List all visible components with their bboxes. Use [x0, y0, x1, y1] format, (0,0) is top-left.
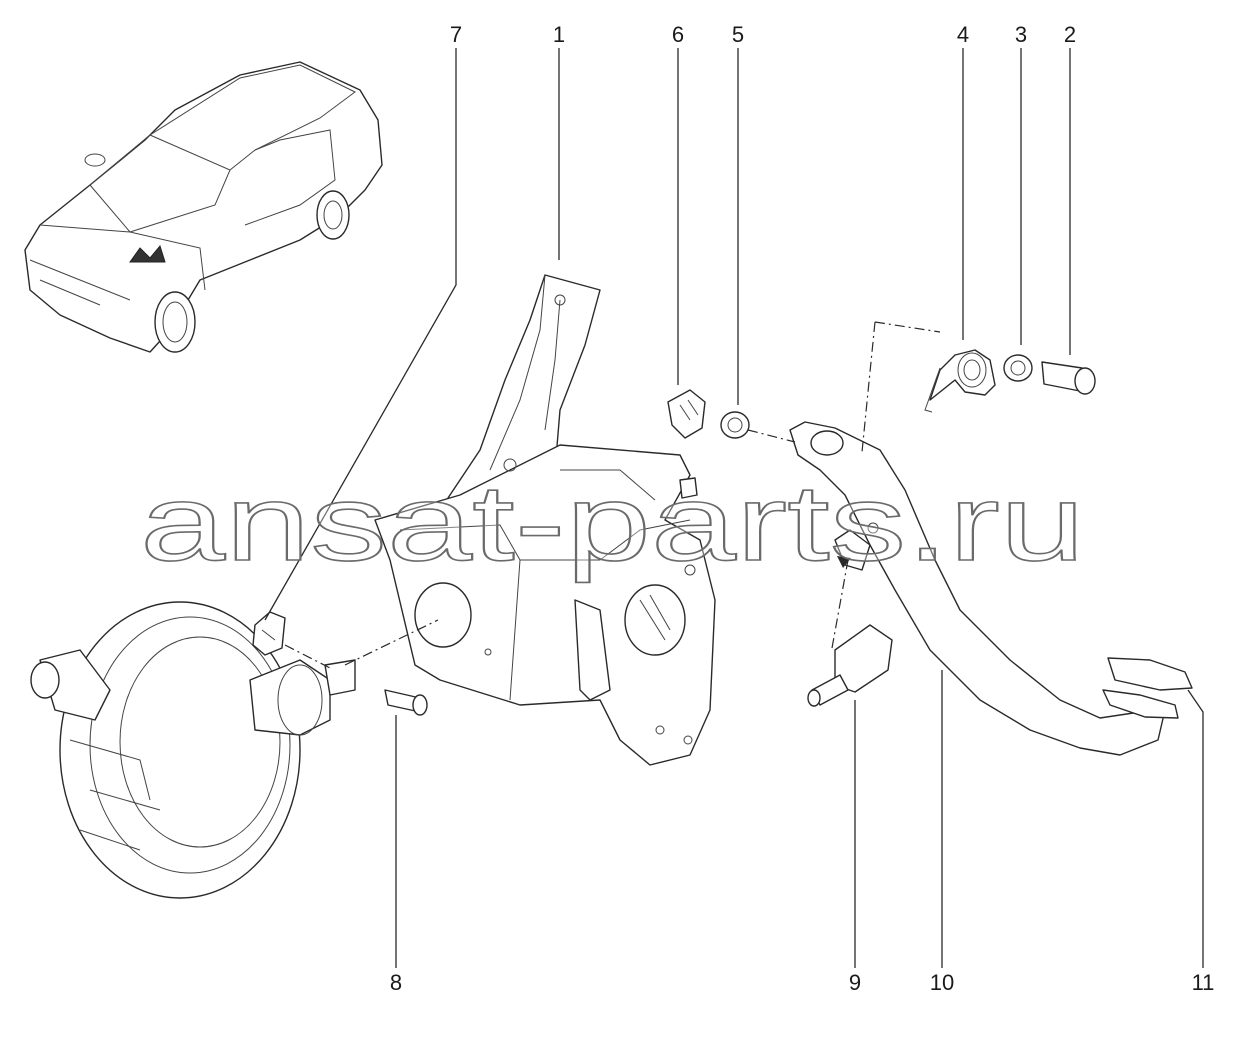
brake-light-switch — [807, 624, 893, 707]
callout-9: 9 — [849, 970, 861, 995]
bushing — [720, 411, 750, 439]
callout-11: 11 — [1192, 970, 1215, 995]
callout-1: 1 — [553, 22, 565, 47]
clip — [667, 389, 706, 439]
spring — [924, 349, 996, 413]
brake-booster — [30, 601, 356, 899]
callout-4: 4 — [957, 22, 969, 47]
callout-8: 8 — [390, 970, 402, 995]
clevis-pin — [384, 689, 428, 716]
callout-7: 7 — [450, 22, 462, 47]
pedal-bracket — [374, 274, 716, 766]
callout-10: 10 — [930, 970, 954, 995]
washer — [1003, 354, 1033, 382]
callout-3: 3 — [1015, 22, 1027, 47]
pivot-pin — [1041, 361, 1096, 395]
retaining-clip — [252, 611, 286, 656]
watermark-text: ansat-parts.ru — [140, 462, 1085, 583]
callout-2: 2 — [1064, 22, 1076, 47]
callout-6: 6 — [672, 22, 684, 47]
callout-5: 5 — [732, 22, 744, 47]
car-location-thumbnail — [24, 61, 383, 353]
